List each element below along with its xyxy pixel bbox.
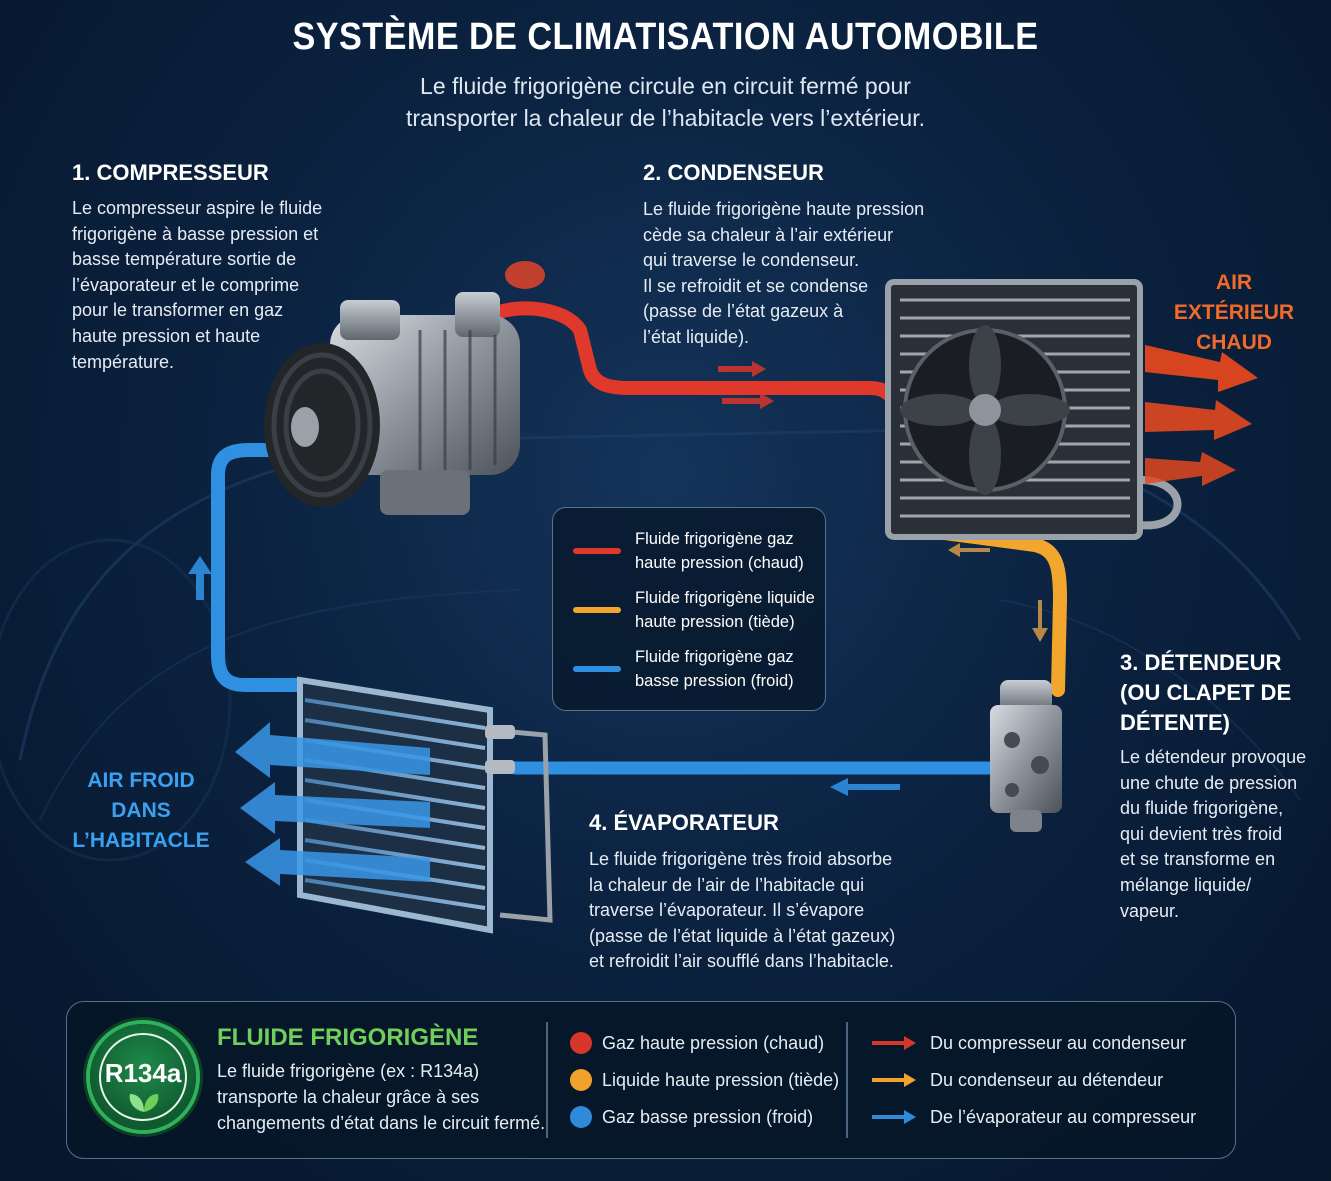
flow-label-cold: De l’évaporateur au compresseur bbox=[930, 1107, 1197, 1127]
evaporator-heading: 4. ÉVAPORATEUR bbox=[589, 810, 779, 835]
condenser-line: Le fluide frigorigène haute pression bbox=[643, 199, 925, 219]
expansion-line: et se transforme en bbox=[1120, 849, 1276, 870]
condenser-line: cède sa chaleur à l’air extérieur bbox=[643, 224, 894, 245]
r134a-badge-label: R134a bbox=[104, 1058, 182, 1088]
expansion-line: une chute de pression bbox=[1120, 772, 1298, 793]
flow-arrow-hot-icon bbox=[872, 1036, 916, 1050]
hot-air-label: AIR EXTÉRIEUR CHAUD bbox=[1160, 268, 1308, 358]
cold-air-arrows bbox=[235, 722, 430, 886]
r134a-badge-ring bbox=[99, 1033, 187, 1121]
evaporator-description: Le fluide frigorigène très froid absorbe… bbox=[589, 847, 895, 975]
compressor-line: basse température sortie de bbox=[72, 249, 297, 270]
expansion-line: du fluide frigorigène, bbox=[1120, 798, 1284, 819]
condenser-line: l’état liquide). bbox=[643, 326, 750, 347]
flow-arrows-hot bbox=[718, 361, 774, 409]
legend-text-line: Fluide frigorigène liquide bbox=[635, 589, 815, 607]
subtitle-line-2: transporter la chaleur de l’habitacle ve… bbox=[405, 105, 926, 131]
state-dot-warm bbox=[570, 1069, 592, 1091]
evaporator-line: Le fluide frigorigène très froid absorbe bbox=[589, 849, 893, 869]
expansion-valve-heading: 3. DÉTENDEUR (OU CLAPET DE DÉTENTE) bbox=[1120, 648, 1291, 738]
expansion-line: Le détendeur provoque bbox=[1120, 747, 1307, 767]
flow-arrows-cold bbox=[188, 556, 900, 796]
condenser-line: Il se refroidit et se condense bbox=[643, 275, 869, 296]
legend-text-line: Fluide frigorigène gaz bbox=[635, 530, 794, 548]
evaporator-line: traverse l’évaporateur. Il s’évapore bbox=[589, 900, 865, 921]
condenser-icon bbox=[885, 279, 1182, 540]
compressor-icon bbox=[264, 261, 545, 515]
compressor-line: frigorigène à basse pression et bbox=[72, 223, 319, 244]
legend-text-line: basse pression (froid) bbox=[635, 671, 794, 690]
flow-label-warm: Du condenseur au détendeur bbox=[930, 1070, 1164, 1090]
compressor-line: haute pression et haute bbox=[72, 325, 261, 346]
fluid-heading: FLUIDE FRIGORIGÈNE bbox=[217, 1024, 479, 1051]
state-dot-hot bbox=[570, 1032, 592, 1054]
fluid-line: transporte la chaleur grâce à ses bbox=[217, 1087, 480, 1107]
condenser-description: Le fluide frigorigène haute pression cèd… bbox=[643, 197, 924, 351]
legend-item-cold: Fluide frigorigène gaz basse pression (f… bbox=[553, 646, 825, 696]
compressor-line: température. bbox=[72, 351, 175, 372]
legend-item-warm: Fluide frigorigène liquide haute pressio… bbox=[553, 587, 825, 637]
legend-text: Fluide frigorigène liquide haute pressio… bbox=[635, 587, 815, 634]
compressor-heading: 1. COMPRESSEUR bbox=[72, 160, 269, 185]
expansion-line: qui devient très froid bbox=[1120, 823, 1283, 844]
condenser-heading: 2. CONDENSEUR bbox=[643, 160, 824, 185]
legend-item-hot: Fluide frigorigène gaz haute pression (c… bbox=[553, 528, 825, 578]
hot-air-label-line: AIR EXTÉRIEUR bbox=[1173, 271, 1295, 324]
state-label-hot: Gaz haute pression (chaud) bbox=[602, 1033, 825, 1053]
evaporator-line: la chaleur de l’air de l’habitacle qui bbox=[589, 874, 865, 895]
compressor-description: Le compresseur aspire le fluide frigorig… bbox=[72, 196, 322, 375]
compressor-line: pour le transformer en gaz bbox=[72, 300, 284, 321]
footer-divider bbox=[546, 1022, 548, 1138]
state-label-cold: Gaz basse pression (froid) bbox=[602, 1107, 814, 1127]
expansion-line: mélange liquide/ bbox=[1120, 874, 1252, 895]
page-subtitle: Le fluide frigorigène circule en circuit… bbox=[0, 70, 1331, 134]
legend-line-cold bbox=[573, 666, 621, 672]
flow-arrow-cold-icon bbox=[872, 1110, 916, 1124]
flow-arrow-warm-icon bbox=[872, 1073, 916, 1087]
legend-text: Fluide frigorigène gaz haute pression (c… bbox=[635, 528, 804, 575]
legend-text-line: haute pression (tiède) bbox=[635, 612, 795, 631]
expansion-line: vapeur. bbox=[1120, 900, 1180, 921]
flow-label-hot: Du compresseur au condenseur bbox=[930, 1033, 1187, 1053]
fluid-line: Le fluide frigorigène (ex : R134a) bbox=[217, 1061, 480, 1081]
cold-air-label: AIR FROID DANS L’HABITACLE bbox=[50, 766, 232, 856]
footer-panel bbox=[66, 1001, 1236, 1159]
legend-text-line: haute pression (chaud) bbox=[635, 553, 804, 572]
expansion-heading-line: DÉTENTE) bbox=[1120, 710, 1230, 735]
legend-text: Fluide frigorigène gaz basse pression (f… bbox=[635, 646, 794, 693]
evaporator-line: et refroidit l’air soufflé dans l’habita… bbox=[589, 951, 894, 972]
leaf-icon bbox=[129, 1094, 159, 1112]
expansion-valve-icon bbox=[990, 680, 1062, 832]
evaporator-line: (passe de l’état liquide à l’état gazeux… bbox=[589, 925, 896, 946]
state-dot-cold bbox=[570, 1106, 592, 1128]
condenser-line: qui traverse le condenseur. bbox=[643, 250, 860, 271]
legend-line-warm bbox=[573, 607, 621, 613]
fluid-description: Le fluide frigorigène (ex : R134a) trans… bbox=[217, 1058, 545, 1136]
cold-air-label-line: AIR FROID bbox=[87, 769, 195, 792]
legend-line-hot bbox=[573, 548, 621, 554]
cold-gas-pipe bbox=[211, 443, 312, 692]
legend-text-line: Fluide frigorigène gaz bbox=[635, 648, 794, 666]
compressor-line: l’évaporateur et le comprime bbox=[72, 274, 300, 295]
hot-air-arrows bbox=[1145, 345, 1258, 486]
hot-air-label-line: CHAUD bbox=[1196, 331, 1272, 354]
footer-divider bbox=[846, 1022, 848, 1138]
expansion-heading-line: 3. DÉTENDEUR bbox=[1120, 650, 1282, 675]
expansion-valve-description: Le détendeur provoque une chute de press… bbox=[1120, 745, 1306, 924]
page-title: SYSTÈME DE CLIMATISATION AUTOMOBILE bbox=[292, 16, 1039, 58]
compressor-line: Le compresseur aspire le fluide bbox=[72, 198, 323, 218]
subtitle-line-1: Le fluide frigorigène circule en circuit… bbox=[420, 73, 911, 99]
pipe-legend: Fluide frigorigène gaz haute pression (c… bbox=[552, 507, 826, 711]
state-label-warm: Liquide haute pression (tiède) bbox=[602, 1070, 840, 1090]
condenser-line: (passe de l’état gazeux à bbox=[643, 301, 844, 322]
fluid-line: changements d’état dans le circuit fermé… bbox=[217, 1113, 546, 1133]
cold-air-label-line: DANS L’HABITACLE bbox=[72, 799, 210, 852]
expansion-heading-line: (OU CLAPET DE bbox=[1120, 680, 1292, 705]
